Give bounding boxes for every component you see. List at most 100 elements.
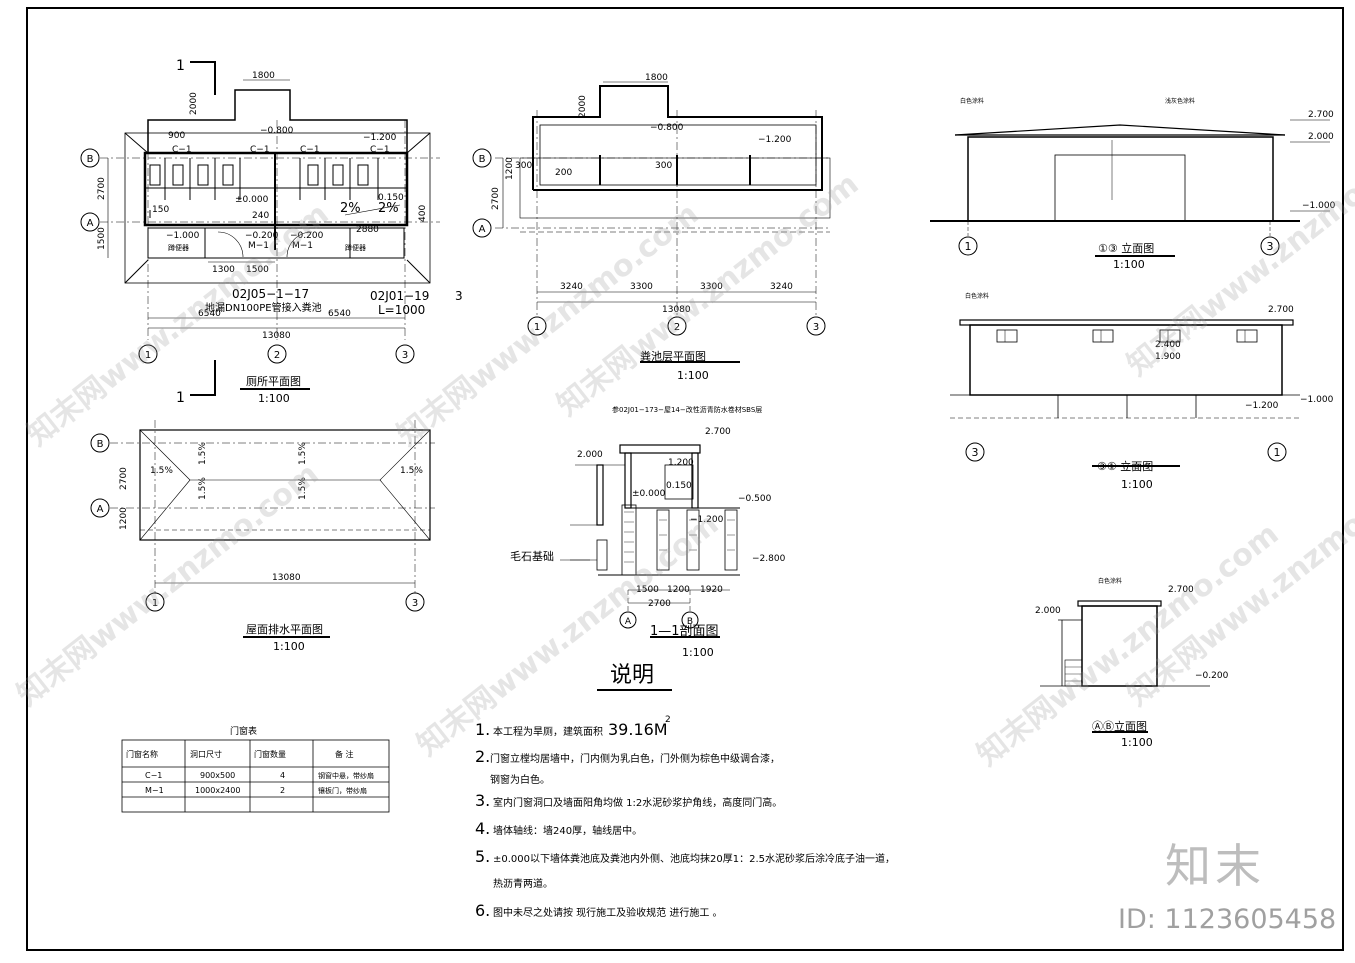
- schedule-header-0: 门窗名称: [126, 749, 158, 759]
- elev31-level-2700: 2.700: [1268, 305, 1294, 315]
- elevab-level-m0200: −0.200: [1195, 671, 1229, 681]
- section-scale: 1:100: [682, 646, 714, 659]
- roof-plan-title: 屋面排水平面图: [246, 622, 323, 636]
- elevab-scale: 1:100: [1121, 736, 1153, 749]
- note-4-num: 4.: [475, 819, 490, 838]
- general-notes: 说明 1. 本工程为旱厕，建筑面积 39.16M 2 2. 门窗立樘均居墙中，门…: [475, 663, 895, 920]
- section-sbs-note: 参02J01−173−屋14−改性沥青防水卷材SBS层: [612, 405, 762, 414]
- slope-2pct-b: 2%: [378, 201, 399, 216]
- septic-dim-2000: 2000: [578, 95, 588, 118]
- schedule-cell-1-3: 镶板门，带纱扇: [318, 786, 367, 795]
- septic-dim-3300-b: 3300: [700, 282, 723, 292]
- elevab-level-2700: 2.700: [1168, 585, 1194, 595]
- septic-dim-300: 300: [655, 161, 672, 171]
- note-4-text: 墙体轴线：墙240厚，轴线居中。: [493, 824, 642, 837]
- roof-dim-13080: 13080: [272, 573, 301, 583]
- note-6-num: 6.: [475, 901, 490, 920]
- schedule-cell-0-3: 钢窗中悬，带纱扇: [318, 771, 374, 780]
- schedule-header-3: 备 注: [335, 749, 354, 759]
- door-m1-b: M−1: [292, 241, 313, 251]
- section-mark-bottom: 1: [176, 390, 185, 406]
- roof-axis-b: B: [97, 439, 104, 450]
- dim-2880: 2880: [356, 225, 379, 235]
- dim-1500-b: 1500: [246, 265, 269, 275]
- elev31-level-1900: 1.900: [1155, 352, 1181, 362]
- septic-dim-300-b: 300: [515, 161, 532, 171]
- septic-plan: [495, 81, 831, 363]
- note-3-num: 3.: [475, 791, 490, 810]
- note-5-num: 5.: [475, 847, 490, 866]
- level-m0200-a: −0.200: [245, 231, 279, 241]
- section-level-2700: 2.700: [705, 427, 731, 437]
- ref-02j05: 02J05−1−17: [232, 287, 309, 301]
- roof-slope-2: 1.5%: [400, 466, 423, 476]
- section-mark-top: 1: [176, 58, 185, 74]
- roof-axis-a: A: [97, 504, 104, 515]
- toilet-plan-axis-bubbles: [80, 148, 415, 364]
- roof-slope-3: 1.5%: [198, 442, 208, 465]
- schedule-header-1: 洞口尺寸: [190, 749, 222, 759]
- section-dim-1200: 1200: [667, 585, 690, 595]
- level-p0000: ±0.000: [235, 195, 269, 205]
- elev13-axis-3: 3: [1267, 240, 1274, 253]
- dim-900: 900: [168, 131, 185, 141]
- door-window-schedule: [121, 739, 390, 813]
- axis-1-label: 1: [145, 350, 151, 361]
- section-1-1: [560, 444, 740, 638]
- schedule-header-2: 门窗数量: [254, 749, 286, 759]
- slope-2pct-a: 2%: [340, 201, 361, 216]
- septic-axis-a: A: [479, 224, 486, 235]
- section-dim-2700: 2700: [648, 599, 671, 609]
- section-axis-a: A: [625, 617, 632, 627]
- elev13-finish-note: 白色涂料: [960, 97, 984, 105]
- dim-13080: 13080: [262, 331, 291, 341]
- image-id-label: ID: 1123605458: [1118, 904, 1337, 935]
- schedule-cell-1-0: M−1: [145, 786, 164, 795]
- window-c1-d: C−1: [370, 145, 390, 155]
- note-5-text: ±0.000以下墙体粪池底及粪池内外侧、池底均抹20厚1：2.5水泥砂浆后涂冷底…: [493, 852, 895, 865]
- floor-drain-note: 地漏DN100PE管接入粪池: [205, 301, 322, 314]
- elevation-1-3: [930, 119, 1330, 257]
- roof-plan-scale: 1:100: [273, 640, 305, 653]
- note-2-num: 2.: [475, 747, 490, 766]
- septic-dim-1800: 1800: [645, 73, 668, 83]
- elev31-title: ③① 立面图: [1097, 459, 1153, 473]
- note-area: 39.16M: [608, 720, 668, 739]
- roof-slope-1: 1.5%: [150, 466, 173, 476]
- section-level-0000: ±0.000: [632, 489, 666, 499]
- schedule-cell-1-2: 2: [280, 786, 285, 795]
- toilet-room-right: 蹲便器: [345, 243, 366, 252]
- dim-6540-right: 6540: [328, 309, 351, 319]
- level-m0800: −0.800: [260, 126, 294, 136]
- level-m1000: −1.000: [166, 231, 200, 241]
- dim-2700: 2700: [97, 177, 107, 200]
- axis-a-label: A: [87, 218, 94, 229]
- schedule-cell-0-0: C−1: [145, 771, 162, 780]
- roof-slope-5: 1.5%: [198, 477, 208, 500]
- note-3-text: 室内门窗洞口及墙面阳角均做 1:2水泥砂浆护角线，高度同门高。: [493, 796, 782, 809]
- rubble-foundation-note: 毛石基础: [510, 550, 554, 563]
- toilet-plan-title: 厕所平面图: [246, 375, 301, 388]
- section-level-2000: 2.000: [577, 450, 603, 460]
- door-m1-a: M−1: [248, 241, 269, 251]
- section-title: 1—1剖面图: [650, 624, 719, 639]
- septic-axis-3: 3: [813, 322, 819, 333]
- schedule-cell-0-1: 900x500: [200, 771, 235, 780]
- septic-axis-2: 2: [674, 322, 680, 333]
- dim-400: 400: [418, 205, 428, 222]
- septic-plan-scale: 1:100: [677, 369, 709, 382]
- toilet-plan: [100, 61, 440, 396]
- section-level-m0500: −0.500: [738, 494, 772, 504]
- axis-b-label: B: [87, 154, 94, 165]
- ref-02j01: 02J01−19: [370, 289, 429, 303]
- roof-dim-1200: 1200: [119, 507, 129, 530]
- window-c1-b: C−1: [250, 145, 270, 155]
- dim-240: 240: [252, 211, 269, 221]
- elev13-title: ①③ 立面图: [1098, 241, 1154, 255]
- window-c1-c: C−1: [300, 145, 320, 155]
- septic-axis-1: 1: [534, 322, 540, 333]
- dim-1500: 1500: [97, 227, 107, 250]
- schedule-cell-0-2: 4: [280, 771, 285, 780]
- elev31-scale: 1:100: [1121, 478, 1153, 491]
